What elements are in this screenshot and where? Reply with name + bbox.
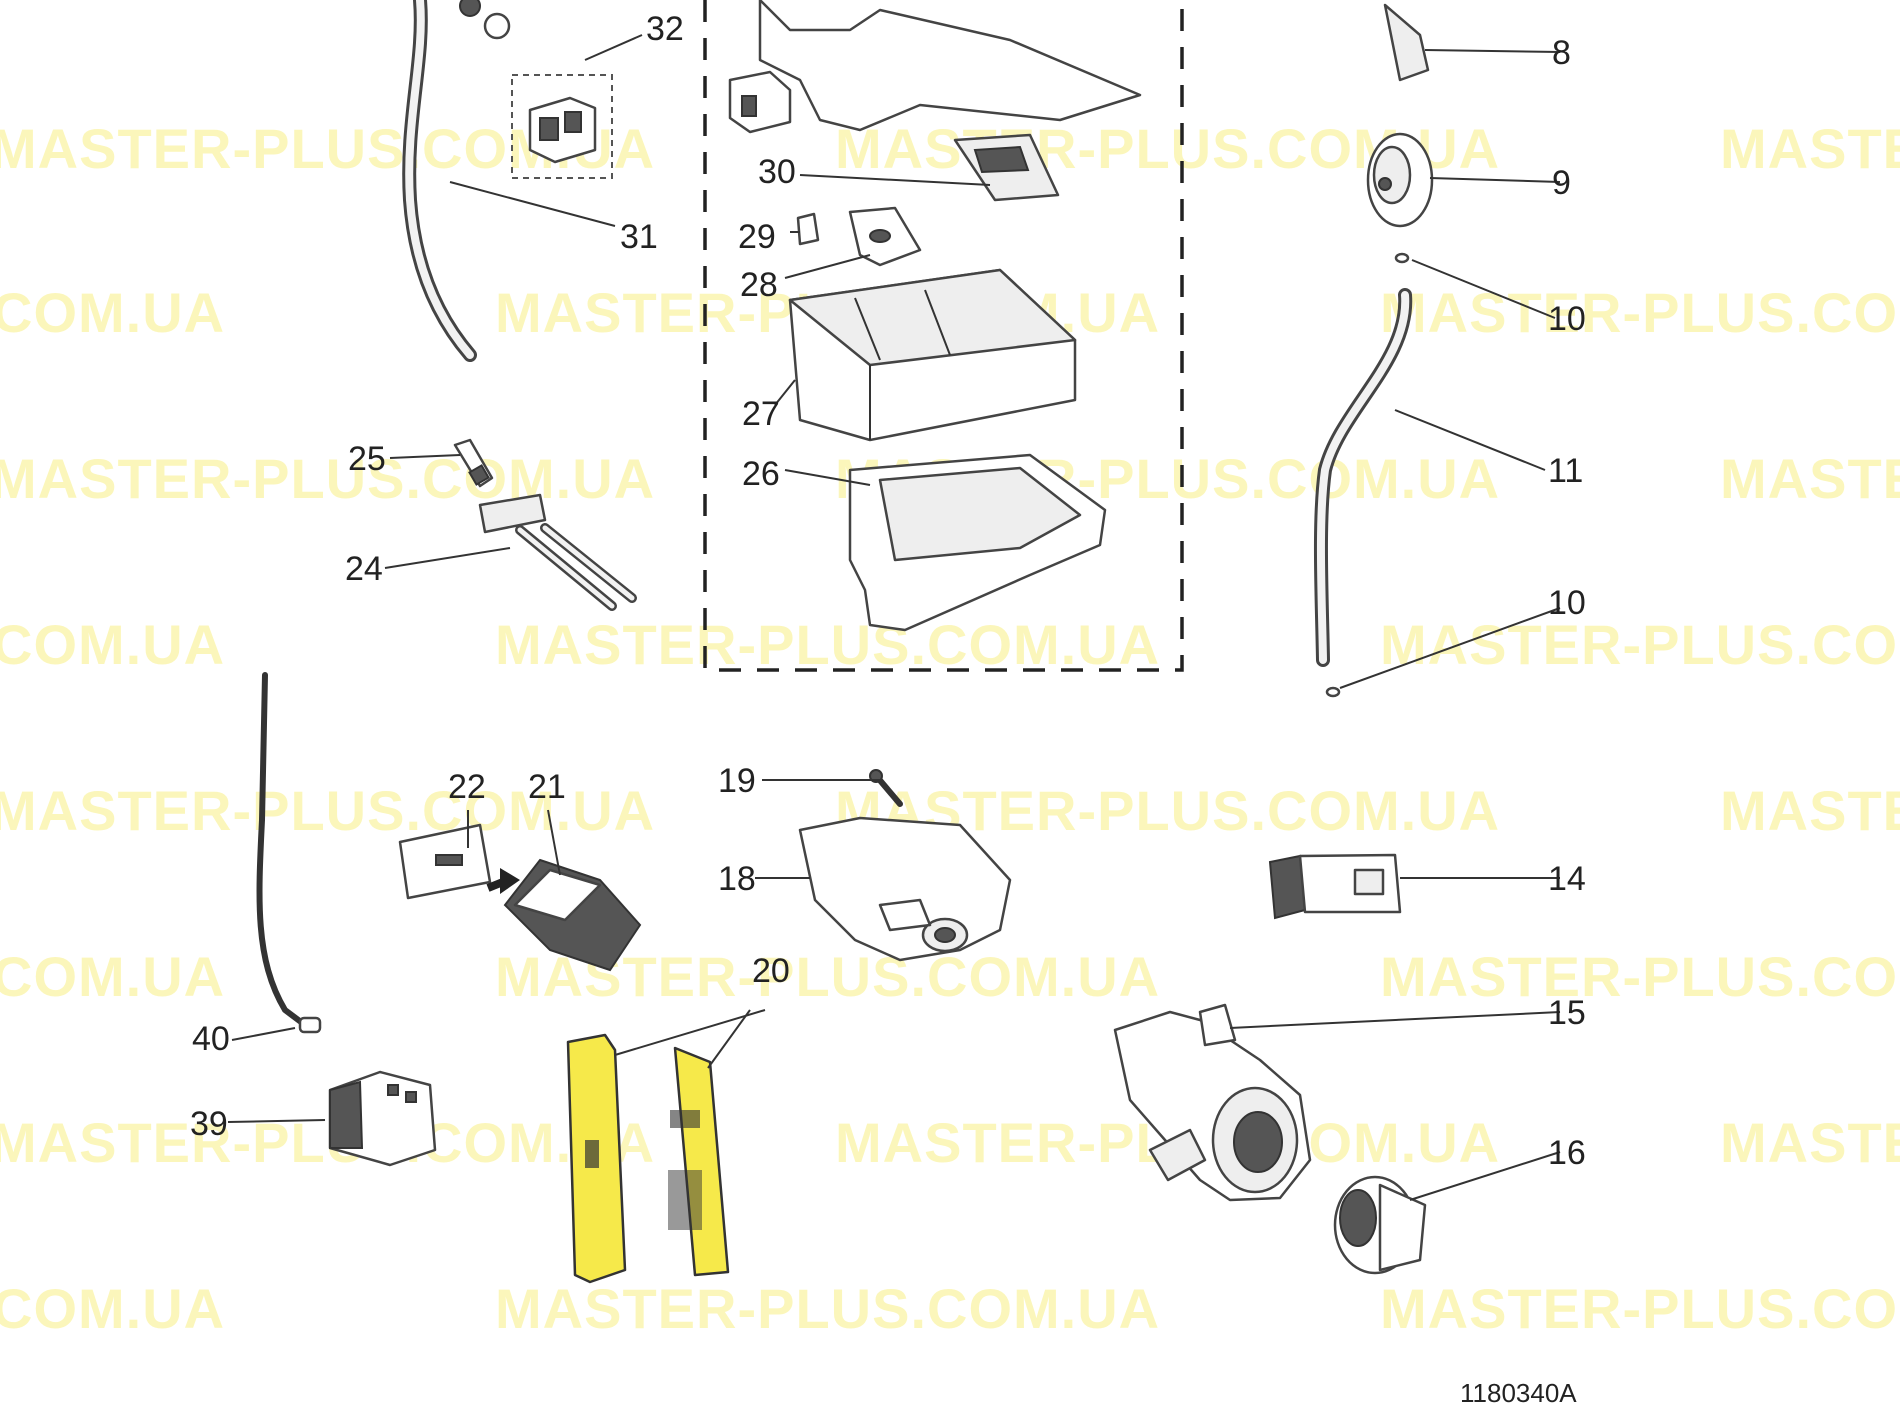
part-18-motor	[798, 816, 1012, 962]
part-20-control-board[interactable]	[566, 1033, 730, 1284]
part-11-pressure-tube	[1313, 288, 1413, 667]
callout-27: 27	[742, 395, 780, 433]
callout-8: 8	[1552, 34, 1571, 72]
callout-9: 9	[1552, 164, 1571, 202]
dispenser-group-boundary	[703, 0, 1184, 672]
part-31-inlet-hose	[402, 0, 477, 362]
watermark: MASTER-PLUS.COM.UA	[1720, 117, 1900, 180]
watermark: MASTER-PLUS.COM.UA	[495, 1277, 1160, 1340]
part-32-valve	[459, 0, 613, 179]
watermark: MASTER-PLUS.COM.UA	[1720, 779, 1900, 842]
watermark: MASTER-PLUS.COM.UA	[0, 447, 655, 510]
callout-22: 22	[448, 768, 486, 806]
part-39-door-lock	[328, 1070, 437, 1167]
watermark: MASTER-PLUS.COM.UA	[0, 613, 225, 676]
part-14-lid-lock	[1268, 853, 1402, 920]
part-28-siphon	[848, 206, 922, 267]
watermark: MASTER-PLUS.COM.UA	[1380, 1277, 1900, 1340]
callout-24: 24	[345, 550, 383, 588]
dispenser-top-cover	[728, 0, 1142, 134]
watermark: MASTER-PLUS.COM.UA	[1380, 613, 1900, 676]
callout-31: 31	[620, 218, 658, 256]
watermark: MASTER-PLUS.COM.UA	[0, 1277, 225, 1340]
callout-30: 30	[758, 153, 796, 191]
part-8-bracket	[1383, 3, 1430, 82]
watermark: MASTER-PLUS.COM.UA	[0, 779, 655, 842]
part-10-clip-bottom	[1325, 686, 1341, 698]
part-24-heater	[478, 493, 637, 611]
leader-lines	[227, 34, 1561, 1201]
callout-39: 39	[190, 1105, 228, 1143]
watermark: MASTER-PLUS.COM.UA	[1380, 281, 1900, 344]
watermark: MASTER-PLUS.COM.UA	[1720, 447, 1900, 510]
part-29-cap	[796, 212, 820, 246]
callout-10-top: 10	[1548, 300, 1586, 338]
callout-19: 19	[718, 762, 756, 800]
part-15-drain-pump	[1113, 1003, 1312, 1202]
watermark: MASTER-PLUS.COM.UA	[495, 613, 1160, 676]
callout-11: 11	[1548, 452, 1583, 490]
watermark: MASTER-PLUS.COM.UA	[0, 1111, 655, 1174]
callout-21: 21	[528, 768, 566, 806]
part-10-clip-top	[1394, 252, 1410, 264]
watermark: MASTER-PLUS.COM.UA	[1720, 1111, 1900, 1174]
part-30-flap	[953, 133, 1060, 202]
callout-18: 18	[718, 860, 756, 898]
document-code: 1180340A	[1460, 1378, 1577, 1408]
part-9-pressure-switch	[1366, 132, 1434, 228]
watermark: MASTER-PLUS.COM.UA	[1380, 945, 1900, 1008]
callout-26: 26	[742, 455, 780, 493]
callout-15: 15	[1548, 994, 1586, 1032]
callout-28: 28	[740, 266, 778, 304]
callout-29: 29	[738, 218, 776, 256]
part-21-module	[503, 858, 642, 972]
part-26-drawer-housing	[848, 453, 1107, 632]
board-pcb[interactable]	[673, 1046, 730, 1277]
callout-labels: 32 31 30 29 28 27 26 25 24 22 21 19 18 2…	[190, 10, 1586, 1408]
part-25-sensor	[453, 438, 494, 488]
part-16-filter	[1333, 1175, 1427, 1275]
part-27-drawer	[788, 268, 1077, 442]
callout-32: 32	[646, 10, 684, 48]
callout-10-bottom: 10	[1548, 584, 1586, 622]
callout-16: 16	[1548, 1134, 1586, 1172]
callout-14: 14	[1548, 860, 1586, 898]
part-40-ntc-sensor	[256, 672, 322, 1034]
watermark: MASTER-PLUS.COM.UA	[0, 281, 225, 344]
callout-40: 40	[192, 1020, 230, 1058]
callout-20: 20	[752, 952, 790, 990]
callout-25: 25	[348, 440, 386, 478]
watermark: MASTER-PLUS.COM.UA	[0, 945, 225, 1008]
